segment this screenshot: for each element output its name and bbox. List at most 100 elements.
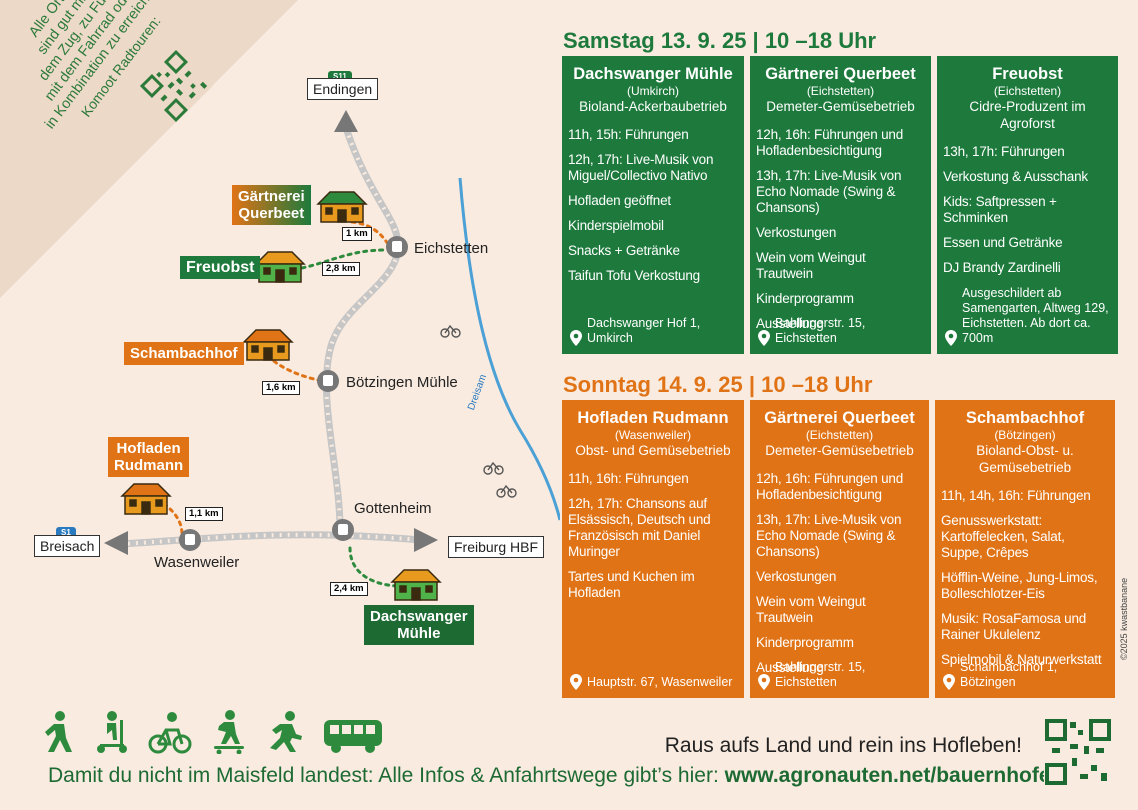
distance-dachswanger: 2,4 km [330, 582, 368, 596]
sun-card-schambach: Schambachhof (Bötzingen) Bioland-Obst- u… [935, 400, 1115, 698]
station-gottenheim: Gottenheim [354, 500, 432, 517]
program-item: 11h, 15h: Führungen [568, 127, 689, 142]
program-item: 12h, 17h: Chansons auf Elsässisch, Deuts… [568, 496, 711, 559]
program-item: Höfflin-Weine, Jung-Limos, Bolleschlotze… [941, 570, 1098, 601]
card-name: Hofladen Rudmann [577, 409, 729, 427]
program-item: Kinderprogramm [756, 291, 854, 306]
farm-label-line: Querbeet [238, 205, 305, 222]
running-icon [270, 711, 302, 752]
farm-label-querbeet: Gärtnerei Querbeet [232, 185, 311, 225]
card-location: (Eichstetten) [993, 84, 1062, 98]
footer-info: Damit du nicht im Maisfeld landest: Alle… [48, 764, 1051, 788]
program-item: 12h, 16h: Führungen und Hofladenbesichti… [756, 127, 904, 158]
location-pin-icon [570, 330, 582, 346]
card-address: Ausgeschildert ab Samengarten, Altweg 12… [945, 286, 1114, 346]
farm-label-line: Dachswanger [370, 608, 468, 625]
farm-label-rudmann: Hofladen Rudmann [108, 437, 190, 477]
address-text: Ausgeschildert ab Samengarten, Altweg 12… [962, 286, 1109, 345]
card-location: (Bötzingen) [994, 428, 1056, 442]
river-dreisam [458, 177, 560, 521]
bicycle-icon [440, 324, 517, 498]
farm-label-line: Gärtnerei [238, 188, 305, 205]
program-item: 12h, 17h: Live-Musik von Miguel/Collecti… [568, 152, 714, 183]
farmhouse-icons [120, 191, 442, 601]
scooter-icon [97, 711, 127, 753]
sat-card-querbeet: Gärtnerei Querbeet (Eichstetten) Demeter… [750, 56, 931, 354]
farm-label-schambach: Schambachhof [124, 342, 244, 365]
program-item: Musik: RosaFamosa und Rainer Ukulelenz [941, 611, 1087, 642]
program-item: Kids: Saftpressen + Schminken [943, 194, 1057, 225]
card-address: Bahlingerstr. 15, Eichstetten [758, 316, 927, 346]
card-location: (Wasenweiler) [614, 428, 692, 442]
card-type: Demeter-Gemüsebetrieb [766, 99, 915, 114]
program-item: 13h, 17h: Führungen [943, 144, 1065, 159]
saturday-title: Samstag 13. 9. 25 | 10 –18 Uhr [563, 28, 877, 53]
program-item: Ausstellung [756, 316, 824, 331]
city-endingen: Endingen [307, 78, 379, 100]
card-type: Bioland-Obst- u. Gemüsebetrieb [976, 443, 1074, 475]
location-pin-icon [758, 674, 770, 690]
card-name: Dachswanger Mühle [573, 65, 733, 83]
card-location: (Eichstetten) [805, 428, 874, 442]
program-item: Verkostungen [756, 225, 837, 240]
program-item: Verkostung & Ausschank [943, 169, 1088, 184]
slogan: Raus aufs Land und rein ins Hofleben! [664, 734, 1022, 757]
program-item: Kinderspielmobil [568, 218, 664, 233]
card-name: Schambachhof [965, 409, 1085, 427]
location-pin-icon [945, 330, 957, 346]
arrow-freiburg [414, 528, 438, 552]
card-address: Hauptstr. 67, Wasenweiler [570, 674, 740, 690]
card-name: Freuobst [992, 65, 1063, 83]
distance-schambach: 1,6 km [262, 381, 300, 395]
address-text: Hauptstr. 67, Wasenweiler [587, 675, 733, 689]
distance-freuobst: 2,8 km [322, 262, 360, 276]
website-qr-code[interactable] [1044, 718, 1112, 786]
program-item: Kinderprogramm [756, 635, 854, 650]
card-name: Gärtnerei Querbeet [765, 65, 916, 83]
program-item: Essen und Getränke [943, 235, 1063, 250]
farm-label-freuobst: Freuobst [180, 256, 261, 279]
s11-badge: S11 [328, 71, 352, 82]
program-item: Taifun Tofu Verkostung [568, 268, 700, 283]
station-icons [179, 236, 408, 551]
card-address: Bahlingerstr. 15, Eichstetten [758, 660, 925, 690]
website-link[interactable]: www.agronauten.net/bauernhofe [724, 764, 1051, 787]
distance-rudmann: 1,1 km [185, 507, 223, 521]
program-item: 11h, 16h: Führungen [568, 471, 689, 486]
program-item: Genusswerkstatt: Kartoffelecken, Salat, … [941, 513, 1065, 560]
farm-label-line: Rudmann [114, 457, 184, 474]
address-text: Dachswanger Hof 1, Umkirch [587, 316, 701, 345]
location-pin-icon [570, 674, 582, 690]
bicycle-icon [148, 712, 192, 754]
farm-label-dachswanger: Dachswanger Mühle [364, 605, 474, 645]
distance-querbeet: 1 km [342, 227, 372, 241]
card-location: (Eichstetten) [806, 84, 875, 98]
program-item: 12h, 16h: Führungen und Hofladenbesichti… [756, 471, 904, 502]
city-freiburg: Freiburg HBF [448, 536, 545, 558]
program-item: Hofladen geöffnet [568, 193, 671, 208]
card-type: Bioland-Ackerbaubetrieb [579, 99, 727, 114]
address-text: Bahlingerstr. 15, Eichstetten [775, 660, 866, 689]
komoot-qr-code[interactable] [139, 49, 213, 123]
program-item: Ausstellung [756, 660, 824, 675]
program-item: 13h, 17h: Live-Musik von Echo Nomade (Sw… [756, 512, 902, 559]
transport-icons [40, 710, 384, 754]
card-address: Schambachhof 1, Bötzingen [943, 660, 1111, 690]
sat-card-freuobst: Freuobst (Eichstetten) Cidre-Produzent i… [937, 56, 1118, 354]
arrow-breisach [104, 531, 128, 555]
program-item: Snacks + Getränke [568, 243, 680, 258]
program-item: 13h, 17h: Live-Musik von Echo Nomade (Sw… [756, 168, 902, 215]
sat-card-dachswanger: Dachswanger Mühle (Umkirch) Bioland-Acke… [562, 56, 744, 354]
program-item: DJ Brandy Zardinelli [943, 260, 1061, 275]
program-item: Tartes und Kuchen im Hofladen [568, 569, 695, 600]
station-wasenweiler: Wasenweiler [154, 554, 240, 571]
sunday-title: Sonntag 14. 9. 25 | 10 –18 Uhr [563, 372, 873, 397]
station-boetzingen: Bötzingen Mühle [346, 374, 458, 391]
card-type: Cidre-Produzent im Agroforst [969, 99, 1086, 131]
sun-card-rudmann: Hofladen Rudmann (Wasenweiler) Obst- und… [562, 400, 744, 698]
card-type: Demeter-Gemüsebetrieb [765, 443, 914, 458]
farm-label-line: Mühle [397, 625, 441, 642]
footer-info-text: Damit du nicht im Maisfeld landest: Alle… [48, 764, 725, 787]
corner-triangle [0, 0, 298, 298]
card-address: Dachswanger Hof 1, Umkirch [570, 316, 740, 346]
